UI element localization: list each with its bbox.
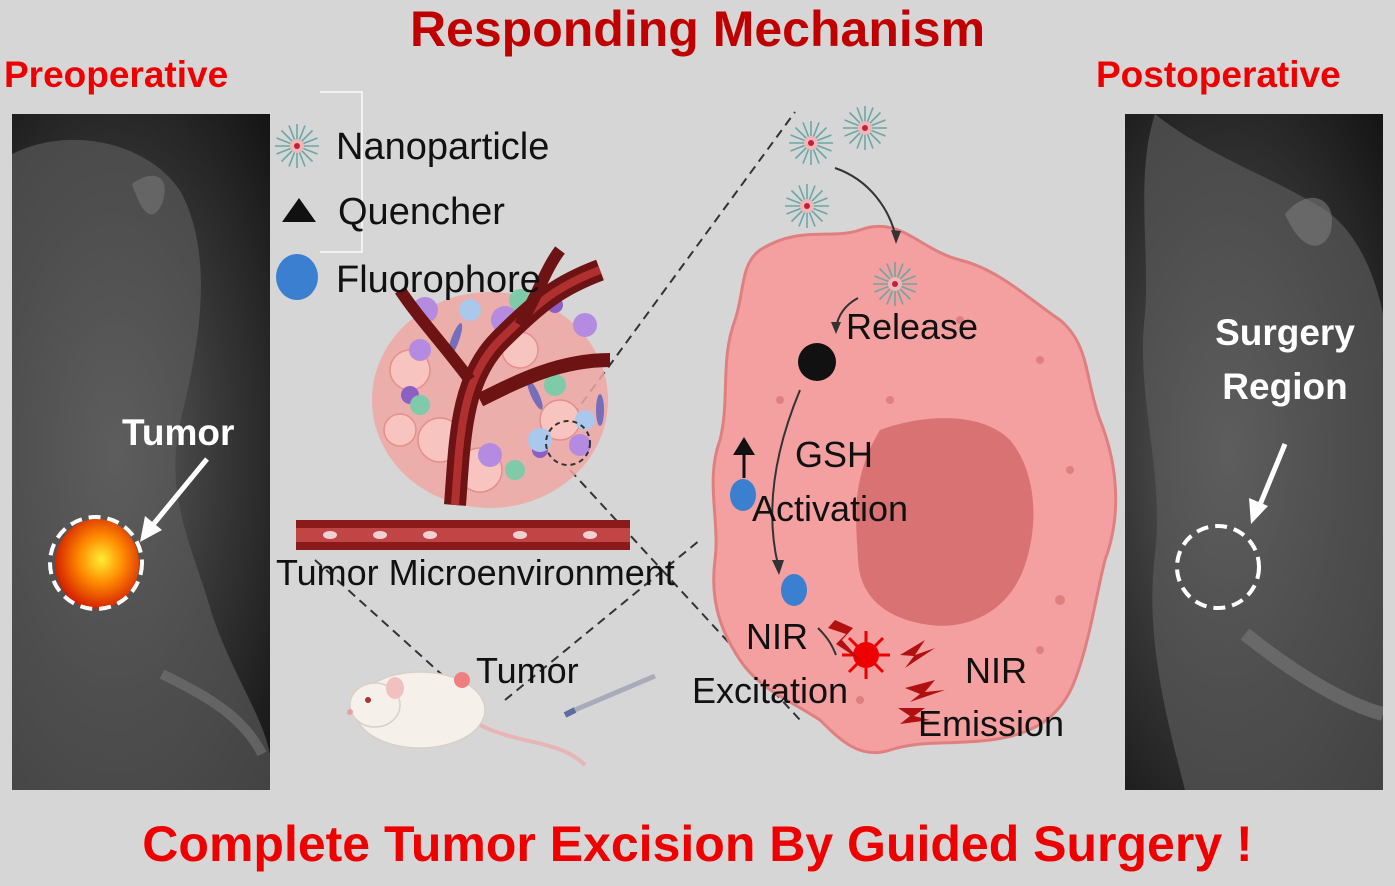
gsh-label: GSH [795, 434, 874, 475]
legend-quencher-label: Quencher [338, 191, 505, 233]
tumor-fluorescence [55, 519, 139, 609]
surgery-label-line2: Region [1222, 365, 1348, 407]
quencher-icon [282, 198, 316, 222]
legend-bracket [320, 91, 363, 253]
tumor-outline-circle [48, 515, 144, 611]
fluorophore-icon [276, 254, 318, 300]
surgery-label-line1: Surgery [1215, 312, 1355, 353]
surgery-arrow [1254, 443, 1288, 513]
preoperative-tumor-label: Tumor [122, 412, 235, 453]
preoperative-image: Tumor [12, 114, 270, 790]
nir-emission-line1: NIR [965, 650, 1027, 691]
surgery-region-label: Surgery Region [1185, 306, 1383, 413]
nir-emission-line2: Emission [918, 703, 1065, 744]
legend-fluorophore-label: Fluorophore [336, 259, 541, 301]
postoperative-image: Surgery Region [1125, 114, 1383, 790]
mouse-tumor-label: Tumor [476, 650, 579, 691]
tumor-arrow [145, 457, 209, 534]
cell-graphic [711, 105, 1118, 755]
nir-excitation-line2: Excitation [692, 670, 849, 711]
page-title: Responding Mechanism [409, 1, 986, 57]
legend-nanoparticle-label: Nanoparticle [336, 126, 550, 168]
nir-excitation-line1: NIR [746, 616, 808, 657]
footer-conclusion: Complete Tumor Excision By Guided Surger… [142, 816, 1253, 872]
tumor-microenvironment-graphic [296, 246, 630, 550]
surgery-region-circle [1175, 524, 1261, 610]
activation-label: Activation [752, 488, 909, 529]
tumor-microenvironment-label: Tumor Microenvironment [276, 552, 675, 593]
preoperative-mouse-silhouette [12, 139, 270, 790]
postoperative-title: Postoperative [1096, 54, 1341, 95]
mouse-graphic [347, 671, 656, 767]
fluorescence-burst [842, 631, 890, 679]
nanoparticle-icon [274, 123, 320, 169]
release-label: Release [846, 306, 979, 347]
postoperative-mouse-silhouette [1142, 114, 1383, 790]
preoperative-title: Preoperative [4, 54, 229, 95]
